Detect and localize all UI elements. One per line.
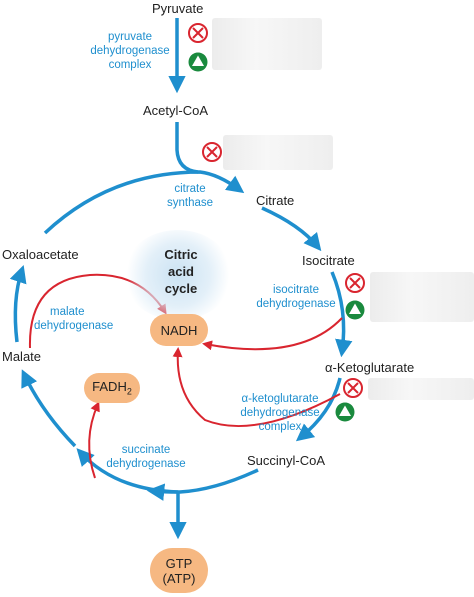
enzyme-malate-dehydrogenase: malate dehydrogenase (34, 305, 134, 333)
metabolite-acetyl-coa: Acetyl-CoA (143, 103, 209, 118)
enzyme-isocitrate-dehydrogenase: isocitrate dehydrogenase (250, 283, 342, 311)
enzyme-pyruvate-dehydrogenase-complex: pyruvate dehydrogenase complex (86, 30, 174, 72)
center-label-line2: acid (167, 264, 194, 279)
cycle-arc-malate-to-oxaloacetate (9, 265, 27, 343)
cycle-arc-isocitrate-to-ketoglutarate (330, 271, 353, 358)
enzyme-cs-line1: citrate (174, 183, 206, 195)
acetylcoa-entry-arrow (175, 122, 199, 174)
redacted-label-idh (370, 272, 474, 322)
enzyme-succinate-dehydrogenase: succinate dehydrogenase (100, 443, 192, 471)
akgdh-inhibitor-icon (343, 378, 363, 398)
cycle-arc-oxaloacetate-to-citrate (43, 170, 245, 235)
pdh-activator-icon (188, 52, 208, 72)
cofactor-gtp-atp: GTP (ATP) (150, 548, 208, 593)
succinate-dh-fadh2-arrow (88, 401, 100, 479)
cofactor-fadh2-label: FADH2 (92, 379, 132, 397)
idh-inhibitor-icon (345, 273, 365, 293)
cofactor-atp-label: (ATP) (162, 570, 196, 586)
cofactor-fadh2: FADH2 (84, 373, 140, 403)
metabolite-pyruvate: Pyruvate (152, 1, 204, 16)
redacted-label-cs (223, 135, 333, 170)
cofactor-fadh2-base: FADH (92, 379, 127, 395)
enzyme-akgdh-line2: dehydrogenase (240, 407, 320, 419)
redacted-label-akgdh (368, 378, 474, 400)
enzyme-pdh-line1: pyruvate (107, 31, 153, 43)
enzyme-pdh-line3: complex (108, 59, 152, 71)
metabolite-alpha-ketoglutarate: α-Ketoglutarate (325, 360, 415, 375)
enzyme-idh-line2: dehydrogenase (256, 298, 336, 310)
metabolite-succinyl-coa: Succinyl-CoA (247, 453, 326, 468)
pdh-inhibitor-icon (188, 23, 208, 43)
cofactor-fadh2-sub: 2 (126, 386, 132, 397)
cycle-arc-citrate-to-isocitrate (261, 206, 322, 252)
cofactor-nadh: NADH (150, 314, 208, 346)
center-label-line3: cycle (164, 281, 198, 296)
enzyme-cs-line2: synthase (166, 197, 214, 209)
cycle-arc-succinylcoa-to-succinate (146, 468, 259, 501)
redacted-label-pdh (212, 18, 322, 70)
ketoglutarate-dh-nadh-arrow (172, 347, 341, 428)
center-glow (123, 230, 233, 320)
enzyme-idh-line1: isocitrate (272, 284, 320, 296)
enzyme-pdh-line2: dehydrogenase (90, 45, 170, 57)
enzyme-citrate-synthase: citrate synthase (160, 182, 220, 210)
cofactor-gtp-label: GTP (165, 555, 193, 571)
isocitrate-dh-nadh-arrow (202, 317, 343, 351)
cycle-arc-to-fumarate (76, 448, 179, 494)
enzyme-sdh-line1: succinate (121, 444, 171, 456)
akgdh-activator-icon (335, 402, 355, 422)
metabolite-isocitrate: Isocitrate (302, 253, 355, 268)
cycle-arc-fumarate-to-malate (21, 369, 77, 448)
enzyme-sdh-line2: dehydrogenase (106, 458, 186, 470)
enzyme-mdh-line1: malate (50, 306, 85, 318)
enzyme-akgdh-line1: α-ketoglutarate (241, 393, 319, 405)
enzyme-akgdh-line3: complex (258, 421, 302, 433)
metabolite-citrate: Citrate (256, 193, 295, 208)
enzyme-alpha-ketoglutarate-dehydrogenase-complex: α-ketoglutarate dehydrogenase complex (230, 392, 330, 434)
cycle-arc-ketoglutarate-to-succinylcoa (295, 377, 342, 442)
enzyme-mdh-line2: dehydrogenase (34, 320, 114, 332)
center-label-line1: Citric (164, 247, 198, 262)
metabolite-oxaloacetate: Oxaloacetate (2, 247, 79, 262)
cs-inhibitor-icon (202, 142, 222, 162)
idh-activator-icon (345, 300, 365, 320)
center-label: Citric acid cycle (151, 246, 211, 297)
metabolite-malate: Malate (2, 349, 42, 364)
cofactor-nadh-label: NADH (160, 322, 198, 338)
